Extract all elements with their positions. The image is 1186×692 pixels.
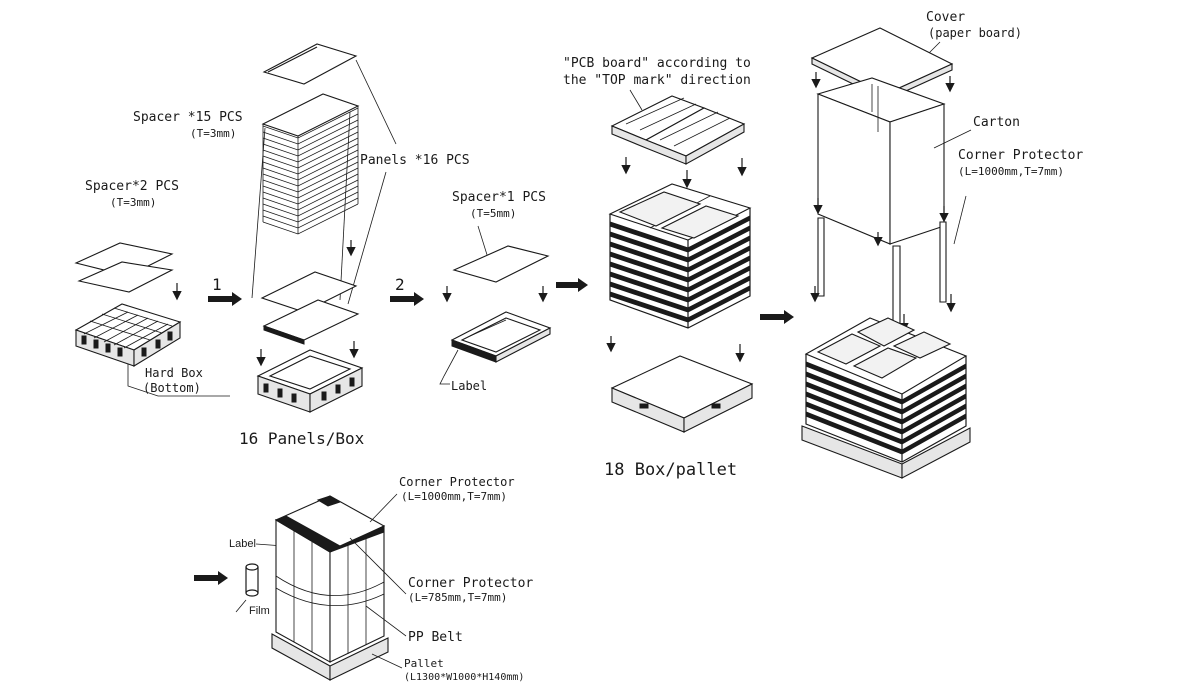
hard-box-open (256, 349, 364, 413)
pallet-label: Pallet (404, 657, 444, 670)
box-per-pallet-caption: 18 Box/pallet (604, 460, 737, 480)
step-1-number: 1 (212, 275, 222, 294)
final-arrow (194, 571, 228, 585)
cover-label: Cover (926, 10, 965, 25)
film-roll (245, 563, 259, 597)
film-label: Film (249, 605, 270, 617)
spacer-sheet (260, 271, 358, 313)
bottom-label-tag: Label (229, 538, 256, 550)
step-2-number: 2 (395, 275, 405, 294)
top-panel (262, 43, 358, 85)
pallet-dim: (L1300*W1000*H140mm) (404, 672, 524, 683)
loaded-pallet (801, 317, 971, 479)
stage-closed-box: Spacer*1 PCS (T=5mm) Label (439, 190, 552, 393)
closed-box (450, 311, 552, 363)
stage-box-pallet: "PCB board" according to the "TOP mark" … (563, 56, 754, 480)
stage-carton: Cover (paper board) Carton Corner Protec… (801, 10, 1083, 479)
top-layer-boxes (610, 95, 746, 165)
step-1-arrow: 1 (208, 275, 242, 306)
pp-belt-label: PP Belt (408, 630, 463, 645)
spacer-2-thickness: (T=3mm) (110, 196, 156, 209)
box-label-tag: Label (451, 379, 487, 393)
hard-box-bottom (74, 303, 182, 367)
carton-label: Carton (973, 115, 1020, 130)
box-stack (608, 183, 752, 329)
hard-box-leader (127, 364, 230, 397)
spacer-1-label: Spacer*1 PCS (452, 190, 546, 205)
corner-protector-strips (817, 217, 947, 335)
carton-box (816, 77, 946, 245)
panel-spacer-stack (261, 93, 360, 235)
corner-protector-label: Corner Protector (958, 148, 1083, 163)
hard-box-sublabel: (Bottom) (143, 381, 201, 395)
panels-16-label: Panels *16 PCS (360, 153, 470, 168)
bottom-corner-protector-label: Corner Protector (399, 475, 515, 489)
label-leader (439, 349, 459, 385)
stage-final-wrapped: Film Label Corner Protector (L=1000mm,T=… (194, 475, 533, 683)
panels-per-box-caption: 16 Panels/Box (239, 429, 365, 448)
spacer-sheet (452, 245, 550, 283)
empty-pallet (610, 355, 754, 433)
spacer-1-thickness: (T=5mm) (470, 207, 516, 220)
cover-sublabel: (paper board) (928, 26, 1022, 40)
spacer-15-label: Spacer *15 PCS (133, 110, 243, 125)
pcb-note-line-2: the "TOP mark" direction (563, 73, 751, 88)
next-stage-arrow (556, 278, 588, 292)
stage-hard-box: Spacer*2 PCS (T=3mm) Hard (74, 179, 230, 397)
spacer-2-label: Spacer*2 PCS (85, 179, 179, 194)
wrapped-cargo (271, 495, 389, 681)
stage-panel-stack: Spacer *15 PCS (T=3mm) Panels *16 PCS (133, 43, 470, 448)
spacer-sheet (77, 261, 174, 293)
pcb-note-line-1: "PCB board" according to (563, 56, 751, 71)
spacer-15-thickness: (T=3mm) (190, 127, 236, 140)
corner-protector-2-label: Corner Protector (408, 576, 533, 591)
bottom-corner-protector-dim: (L=1000mm,T=7mm) (401, 490, 507, 503)
corner-protector-2-dim: (L=785mm,T=7mm) (408, 591, 507, 604)
next-stage-arrow (760, 310, 794, 324)
corner-protector-dim: (L=1000mm,T=7mm) (958, 165, 1064, 178)
step-2-arrow: 2 (390, 275, 424, 306)
hard-box-label: Hard Box (145, 366, 203, 380)
